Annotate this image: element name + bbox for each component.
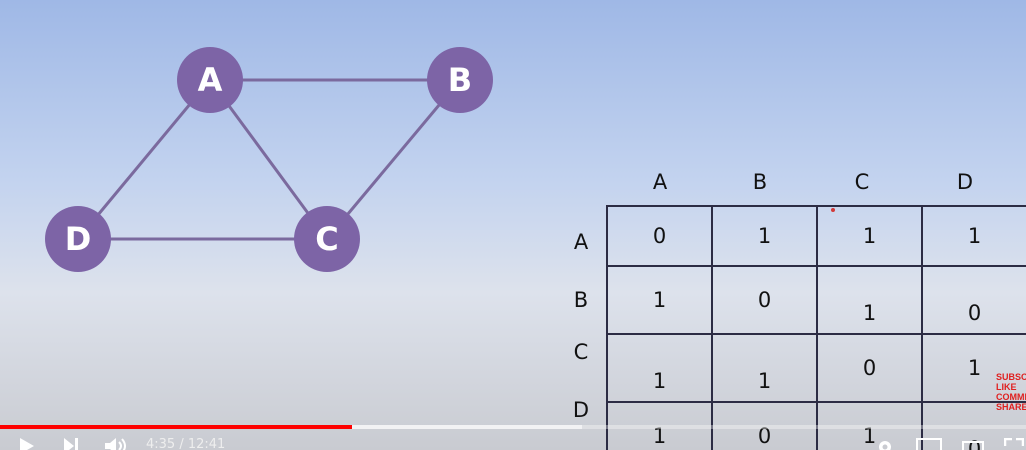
matrix-column-header: D [956, 170, 974, 194]
watermark-line: SUBSCRI [996, 372, 1026, 382]
node-b: B [427, 47, 493, 113]
node-c: C [294, 206, 360, 272]
matrix-cell: 0 [606, 205, 713, 267]
video-controls: 4:35 / 12:41 [0, 424, 1026, 450]
matrix-cell: 1 [711, 205, 818, 267]
matrix-cell: 0 [921, 265, 1026, 335]
matrix-cell: 1 [606, 333, 713, 403]
matrix-row-header: D [572, 398, 590, 422]
matrix-row-header: B [573, 288, 589, 312]
watermark-line: SHARE [996, 402, 1026, 412]
matrix-row: 1 1 0 1 [606, 333, 1026, 403]
play-icon[interactable] [18, 438, 36, 450]
edge-a-d [76, 79, 212, 240]
matrix-column-header: B [752, 170, 768, 194]
node-c-label: C [315, 220, 338, 258]
volume-icon[interactable] [104, 438, 128, 450]
matrix-cell: 1 [921, 205, 1026, 267]
watermark-line: LIKE [996, 382, 1017, 392]
matrix-cell: 1 [816, 401, 923, 450]
node-d: D [45, 206, 111, 272]
time-display: 4:35 / 12:41 [146, 437, 226, 450]
matrix-cell: 1 [816, 265, 923, 335]
progress-bar[interactable] [0, 425, 1026, 429]
matrix-cell: 0 [711, 265, 818, 335]
matrix-cell: 0 [816, 333, 923, 403]
matrix-row-header: A [573, 230, 589, 254]
node-a-label: A [198, 61, 223, 99]
matrix-row: 1 0 1 0 [606, 401, 1026, 450]
node-a: A [177, 47, 243, 113]
node-b-label: B [448, 61, 472, 99]
matrix-row: 1 0 1 0 [606, 265, 1026, 335]
pointer-dot [831, 208, 835, 212]
settings-icon[interactable] [876, 438, 894, 450]
edge-b-c [325, 79, 462, 240]
node-d-label: D [65, 220, 92, 258]
watermark-line: COMME [996, 392, 1026, 402]
matrix-cell: 1 [711, 333, 818, 403]
theater-icon[interactable] [962, 438, 984, 450]
matrix-cell: 1 [606, 265, 713, 335]
progress-played [0, 425, 353, 429]
matrix-cell: 0 [711, 401, 818, 450]
matrix-cell: 1 [816, 205, 923, 267]
next-icon[interactable] [62, 438, 80, 450]
matrix-row-header: C [573, 340, 589, 364]
matrix-column-header: A [652, 170, 668, 194]
fullscreen-icon[interactable] [1003, 437, 1025, 450]
matrix-cell: 1 [606, 401, 713, 450]
subscribe-watermark[interactable]: SUBSCRI LIKE COMME SHARE [996, 372, 1026, 412]
adjacency-matrix: 0 1 1 1 1 0 1 0 1 1 0 1 1 0 1 0 [606, 205, 1026, 450]
matrix-column-header: C [854, 170, 870, 194]
miniplayer-icon[interactable] [916, 438, 942, 450]
matrix-row: 0 1 1 1 [606, 205, 1026, 267]
